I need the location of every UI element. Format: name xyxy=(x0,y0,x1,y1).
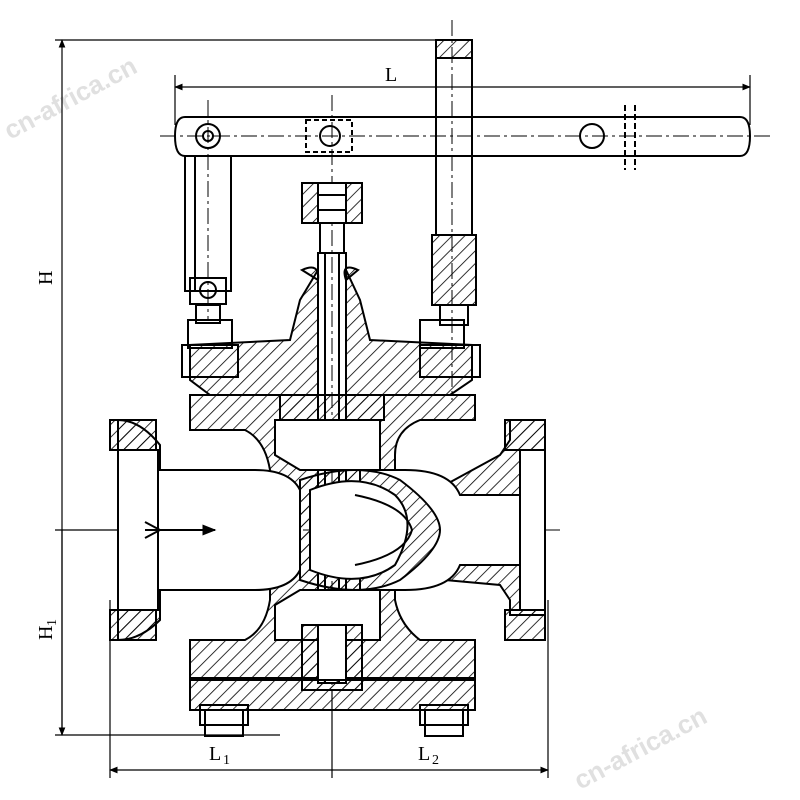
watermark-top: cn-africa.cn xyxy=(0,50,142,145)
dimension-label-H1-main: H xyxy=(35,626,57,640)
bottom-cover xyxy=(189,624,476,737)
watermark-bottom: cn-africa.cn xyxy=(569,700,712,795)
left-link-rod xyxy=(184,155,232,324)
dimension-label-L2-main: L xyxy=(418,743,430,765)
dimension-label-L: L xyxy=(385,64,397,86)
dimension-label-L2: L 2 xyxy=(418,743,439,768)
dimension-label-H: H xyxy=(35,271,57,285)
dimension-label-H1-sub: 1 xyxy=(45,619,60,626)
flow-direction-arrow xyxy=(144,521,217,539)
dimension-label-L1-main: L xyxy=(209,743,221,765)
dimension-label-L1: L 1 xyxy=(209,743,230,768)
dimension-label-L1-sub: 1 xyxy=(223,753,230,768)
right-weight-rod xyxy=(431,39,477,326)
dimension-label-H1: H 1 xyxy=(35,619,60,640)
lever-arm xyxy=(173,105,752,170)
dimension-label-L2-sub: 2 xyxy=(432,753,439,768)
